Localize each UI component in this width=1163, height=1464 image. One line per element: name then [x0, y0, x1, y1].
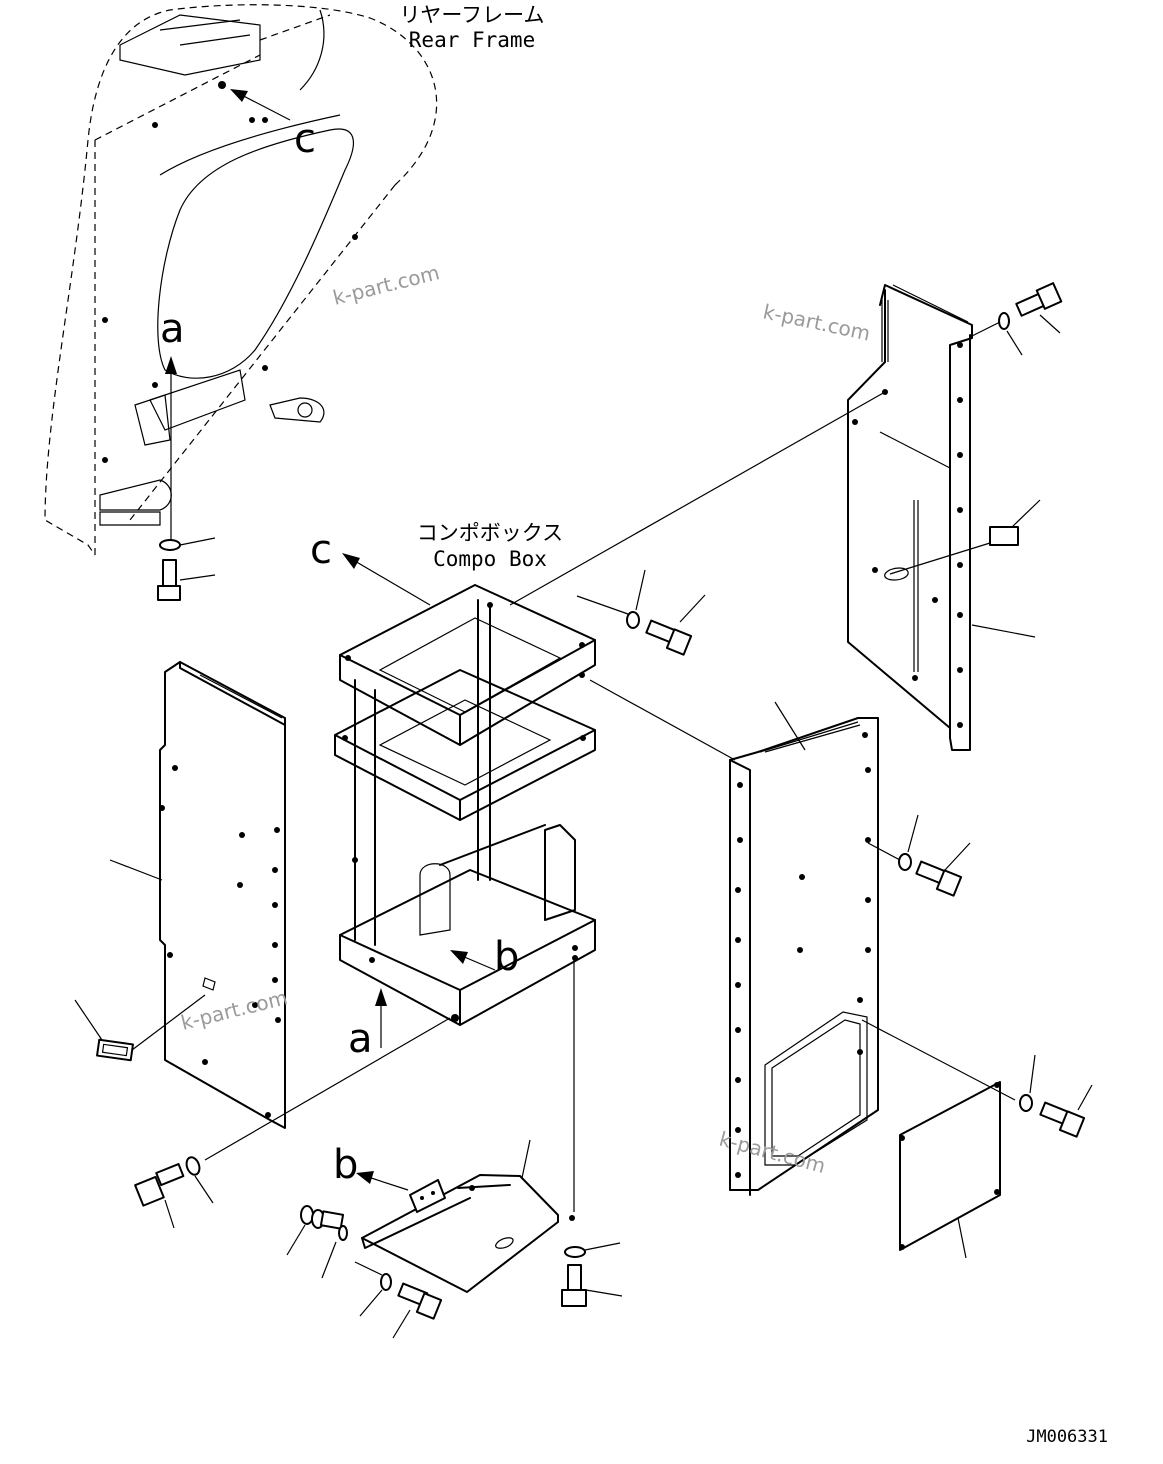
ref-a-rear-label: a: [160, 306, 185, 352]
bottom-cover: [361, 1139, 575, 1293]
rear-frame-fasteners: [157, 537, 216, 601]
rear-frame: [44, 4, 438, 556]
drawing-code: JM006331: [1026, 1427, 1108, 1447]
left-bolt-washer: [134, 1017, 451, 1229]
ref-c-rear-label: c: [294, 116, 316, 162]
compo-box-jp-label: コンポボックス: [417, 521, 563, 545]
access-cover-plate: [861, 1019, 1093, 1259]
compo-box: [334, 584, 596, 1026]
bottom-cover-hinge: [409, 1179, 446, 1213]
left-grommet: [74, 994, 206, 1062]
compo-box-en-label: Compo Box: [433, 547, 547, 571]
rear-side-panel: [509, 284, 1036, 751]
ref-a-box-label: a: [348, 1016, 373, 1062]
arrow-a-rear: [165, 356, 177, 545]
arrow-a-box: [375, 988, 387, 1048]
ref-c-box-label: c: [310, 527, 332, 573]
bottom-right-fasteners: [561, 960, 623, 1307]
left-side-panel: [109, 661, 286, 1129]
center-top-fasteners: [576, 569, 706, 656]
top-right-fasteners: [969, 282, 1063, 356]
ref-b-bottom-label: b: [333, 1142, 358, 1188]
arrow-c-box: [342, 553, 431, 606]
arrow-b-bottom: [356, 1171, 409, 1191]
ref-b-box-label: b: [494, 934, 519, 980]
watermark: k-part.com: [178, 985, 289, 1035]
arrow-c-rear: [230, 89, 291, 121]
bottom-fasteners: [286, 1205, 443, 1339]
rear-frame-jp-label: リヤーフレーム: [399, 3, 544, 27]
rear-frame-en-label: Rear Frame: [409, 28, 535, 52]
right-grommet: [889, 499, 1041, 575]
watermark: k-part.com: [330, 260, 441, 310]
right-front-panel: [589, 679, 879, 1196]
right-panel-fasteners: [867, 814, 971, 897]
arrow-b-box: [450, 950, 496, 971]
watermark: k-part.com: [761, 299, 873, 345]
